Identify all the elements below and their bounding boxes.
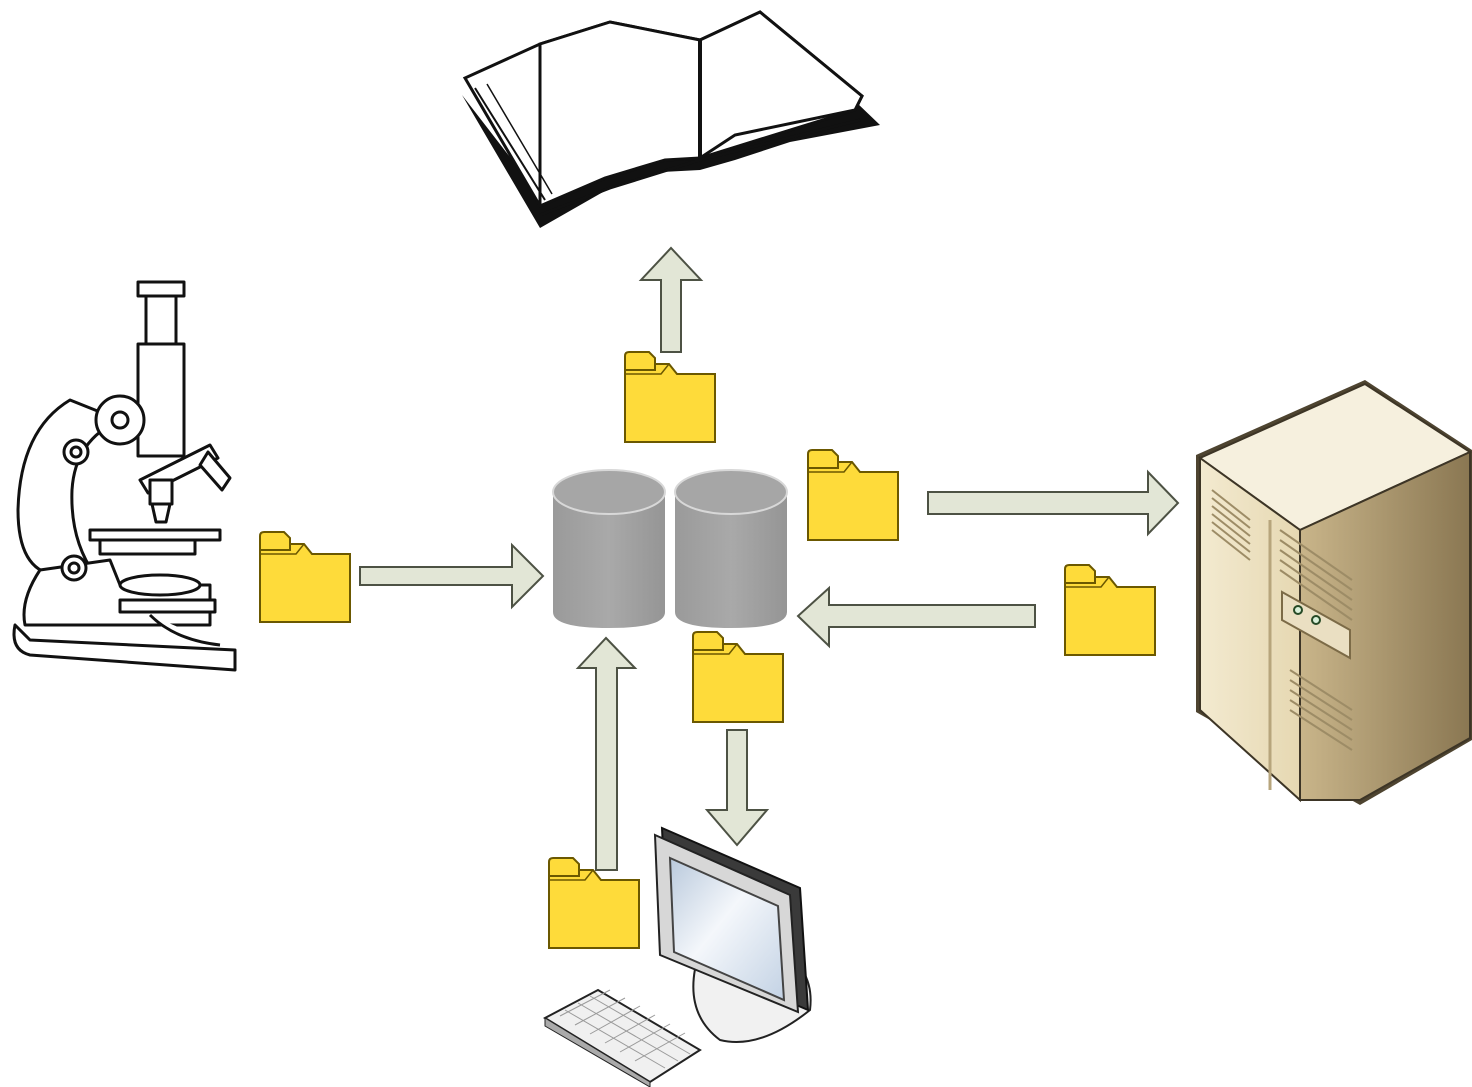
microscope-icon [12,280,237,672]
folder-icon [1064,564,1156,656]
folder-icon [624,351,716,443]
arrow-server-to-database [796,585,1036,649]
server-icon [1196,380,1472,805]
arrow-computer-to-database [575,636,638,871]
folder-icon [548,857,640,949]
book-icon [462,10,880,228]
folder-icon [259,531,351,623]
arrow-microscope-to-database [359,542,545,610]
folder-icon [807,449,899,541]
arrow-database-to-computer [704,729,770,847]
arrow-database-to-book [638,246,704,353]
computer-icon [542,826,812,1087]
database-icon [552,469,788,628]
folder-icon [692,631,784,723]
arrow-database-to-server [927,469,1180,537]
